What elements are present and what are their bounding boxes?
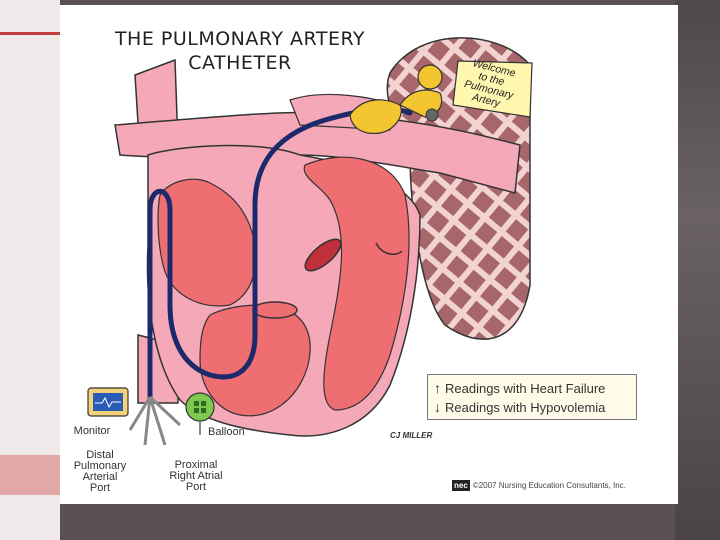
right-atrium	[157, 178, 257, 307]
catheter-ports	[128, 395, 182, 446]
background-red-line	[0, 32, 60, 35]
background-left-panel	[0, 0, 60, 540]
distal-line-2: Pulmonary	[73, 460, 127, 472]
title-line-2: CATHETER	[188, 52, 292, 74]
up-arrow-icon: ↑	[434, 380, 441, 396]
legend-up-text: Readings with Heart Failure	[445, 381, 606, 396]
down-arrow-icon: ↓	[434, 399, 441, 415]
title-line-1: THE PULMONARY ARTERY	[114, 28, 366, 50]
artist-signature: CJ MILLER	[390, 431, 433, 440]
legend-hypovolemia: ↓ Readings with Hypovolemia	[434, 399, 605, 415]
diagram-card: THE PULMONARY ARTERY CATHETER Welcome to…	[60, 5, 678, 504]
legend-heart-failure: ↑ Readings with Heart Failure	[434, 380, 605, 396]
distal-port-label: Distal Pulmonary Arterial Port	[65, 450, 135, 494]
proximal-line-2: Right Atrial	[169, 470, 223, 482]
tricuspid-valve	[252, 301, 298, 319]
proximal-line-3: Port	[185, 481, 207, 493]
legend-down-text: Readings with Hypovolemia	[445, 400, 606, 415]
distal-line-1: Distal	[86, 449, 114, 461]
nec-logo-icon: nec	[452, 480, 470, 491]
distal-line-3: Arterial	[82, 471, 118, 483]
mitral-valve	[304, 238, 342, 272]
proximal-port-label: Proximal Right Atrial Port	[155, 460, 237, 493]
mascot-figure	[349, 64, 443, 135]
proximal-line-1: Proximal	[174, 459, 218, 471]
distal-line-4: Port	[89, 482, 111, 494]
background-red-bar	[0, 455, 60, 495]
copyright-footer: nec©2007 Nursing Education Consultants, …	[452, 480, 626, 491]
balloon-device	[185, 392, 215, 435]
monitor-device	[87, 387, 129, 417]
heart-illustration	[87, 37, 533, 446]
catheter-line	[147, 106, 413, 400]
welcome-sign	[452, 60, 533, 118]
aortic-valve	[375, 242, 403, 256]
page-title: THE PULMONARY ARTERY CATHETER	[100, 27, 380, 75]
left-ventricle	[303, 156, 410, 411]
copyright-text: ©2007 Nursing Education Consultants, Inc…	[472, 481, 626, 490]
background-right-panel	[675, 0, 720, 540]
monitor-label: Monitor	[73, 425, 111, 437]
readings-legend: ↑ Readings with Heart Failure ↓ Readings w…	[427, 374, 637, 420]
balloon-label: Balloon	[208, 426, 245, 438]
